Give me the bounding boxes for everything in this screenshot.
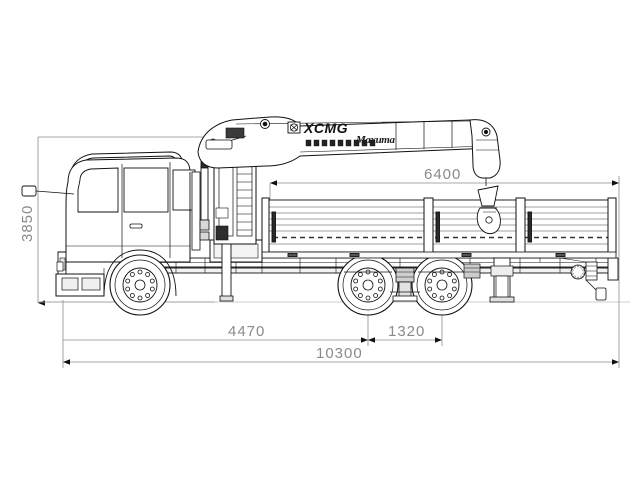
- hook-block: [476, 178, 501, 235]
- dimension-height-label: 3850: [19, 205, 36, 242]
- dimension-boom-reach-label: 6400: [424, 166, 461, 183]
- dimension-wheelbase-label: 4470: [228, 323, 265, 340]
- front-wheel: [109, 254, 171, 316]
- crane-column: [209, 149, 263, 302]
- cargo-bed: [261, 197, 617, 259]
- crane-boom: [197, 116, 501, 179]
- xcmg-brand-label: XCMG: [303, 120, 348, 136]
- crane-script-logo-label: Maxuma: [355, 134, 395, 146]
- rear-outrigger: [463, 257, 515, 303]
- dimension-overall-length-label: 10300: [316, 345, 363, 362]
- rear-wheels: [337, 254, 473, 316]
- dimension-bogie-label: 1320: [388, 323, 425, 340]
- rear-assembly: [539, 257, 607, 301]
- truck-cab: [21, 151, 210, 297]
- boom-hydraulic-fittings: [305, 139, 376, 147]
